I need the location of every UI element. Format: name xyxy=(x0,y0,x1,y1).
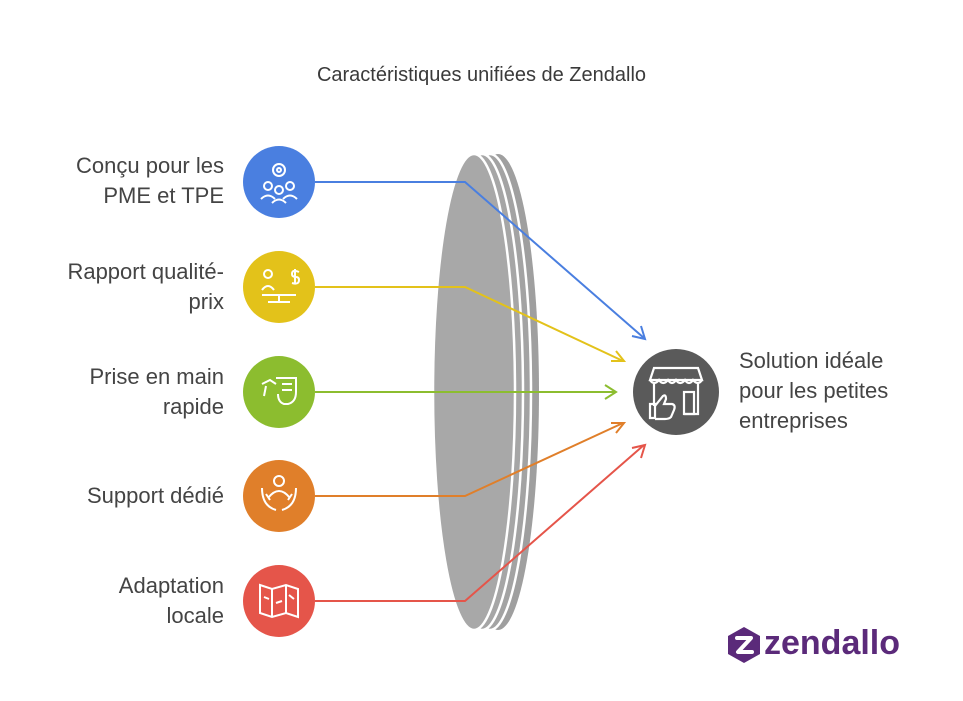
zendallo-logo-mark-icon xyxy=(728,627,760,663)
label-line: prix xyxy=(188,289,224,314)
connector-yellow xyxy=(315,286,627,362)
connector-orange xyxy=(315,422,627,497)
balance-scale-icon xyxy=(243,251,315,323)
connector-green xyxy=(315,384,618,400)
zendallo-logo: zendallo xyxy=(726,624,926,666)
label-line: Rapport qualité- xyxy=(67,259,224,284)
hand-grab-icon xyxy=(243,356,315,428)
label-line: Adaptation xyxy=(118,573,224,598)
output-label-line: Solution idéale xyxy=(739,348,884,373)
input-label-rapport-qualite-prix: Rapport qualité- prix xyxy=(4,257,224,317)
people-gear-icon xyxy=(243,146,315,218)
diagram-title: Caractéristiques unifiées de Zendallo xyxy=(316,64,647,86)
connector-red xyxy=(315,443,647,602)
logo-wordmark: zendallo xyxy=(764,624,901,662)
input-label-adaptation-locale: Adaptation locale xyxy=(4,571,224,631)
output-label-line: entreprises xyxy=(739,408,848,433)
connector-lines xyxy=(315,181,647,602)
input-label-support-dedie: Support dédié xyxy=(4,481,224,511)
label-line: Conçu pour les xyxy=(76,153,224,178)
support-hands-icon xyxy=(243,460,315,532)
input-label-prise-en-main: Prise en main rapide xyxy=(4,362,224,422)
storefront-thumbs-up-icon xyxy=(633,349,719,435)
label-line: locale xyxy=(166,603,224,628)
label-line: Support dédié xyxy=(87,483,224,508)
output-label-line: pour les petites xyxy=(739,378,889,403)
connector-blue xyxy=(315,181,647,341)
input-label-pme-tpe: Conçu pour les PME et TPE xyxy=(4,151,224,211)
label-line: rapide xyxy=(162,394,224,419)
label-line: Prise en main xyxy=(89,364,224,389)
map-icon xyxy=(243,565,315,637)
output-label: Solution idéale pour les petites entrepr… xyxy=(739,346,939,436)
label-line: PME et TPE xyxy=(103,183,224,208)
